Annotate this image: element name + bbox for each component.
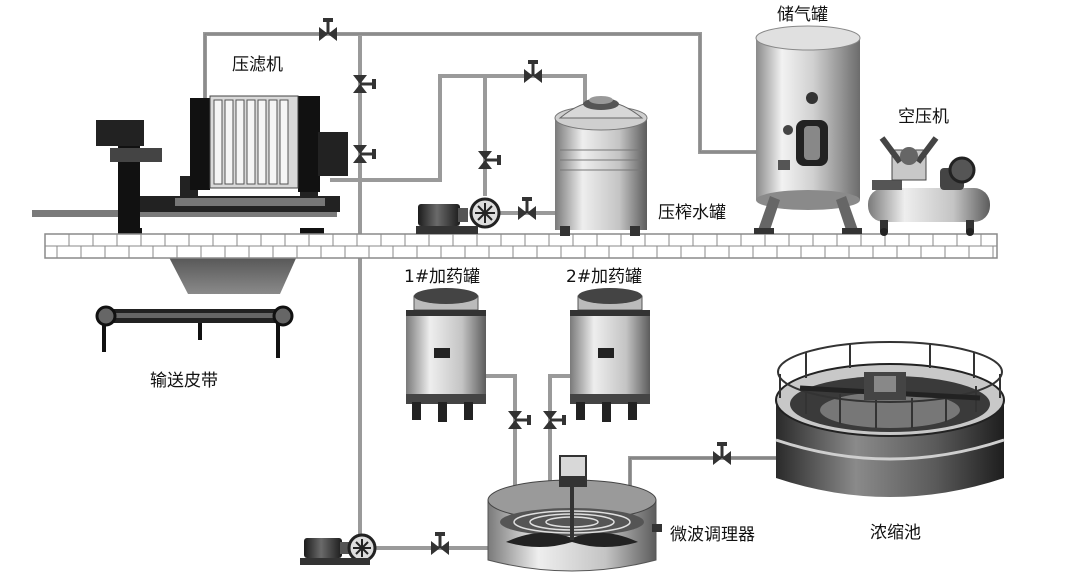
label-filter-press: 压滤机: [232, 55, 283, 75]
pipe-press-water-loop: [330, 74, 587, 182]
label-dosing-tank-1: 1#加药罐: [404, 267, 480, 287]
valve: [353, 145, 376, 163]
press-water-tank: [554, 96, 648, 236]
pipe-top-loop: [203, 32, 770, 154]
air-compressor: [868, 136, 990, 236]
label-dosing-tank-2: 2#加药罐: [566, 267, 642, 287]
floor-platform: [44, 233, 998, 259]
label-air-compressor: 空压机: [898, 107, 949, 127]
compressor-head: [879, 136, 939, 181]
labels: 压滤机 储气罐 空压机 压榨水罐 1#加药罐 2#加药罐 输送皮带 浓缩池 微波…: [150, 5, 949, 545]
gas-storage-tank: [754, 25, 862, 234]
label-press-water-tank: 压榨水罐: [658, 203, 726, 223]
valve: [508, 411, 531, 429]
valve: [543, 411, 566, 429]
valve: [524, 60, 542, 83]
pump-lower: [300, 533, 377, 565]
pump-upper: [416, 197, 501, 234]
valve: [353, 75, 376, 93]
valve: [713, 442, 731, 465]
label-conveyor-belt: 输送皮带: [150, 371, 218, 391]
gas-tank-manhole: [778, 92, 828, 170]
microwave-conditioner: [487, 455, 662, 572]
conveyor-belt: [95, 305, 294, 358]
dosing-tank-2: [570, 288, 650, 422]
valves: [319, 18, 731, 555]
thickener-bridge: [799, 372, 981, 401]
valve: [431, 532, 449, 555]
pipe-dosing-2: [548, 374, 576, 488]
valve: [478, 151, 501, 169]
valve: [319, 18, 337, 41]
dosing-tank-1: [406, 288, 486, 422]
thickener: [775, 341, 1005, 497]
label-thickener: 浓缩池: [870, 523, 921, 543]
filter-press: [32, 95, 348, 294]
pipe-to-thickener: [628, 456, 790, 500]
pipe-dosing-1: [484, 374, 517, 488]
filter-plates: [209, 95, 299, 189]
label-microwave-conditioner: 微波调理器: [670, 525, 755, 545]
valve: [518, 197, 536, 220]
label-gas-tank: 储气罐: [777, 5, 828, 25]
